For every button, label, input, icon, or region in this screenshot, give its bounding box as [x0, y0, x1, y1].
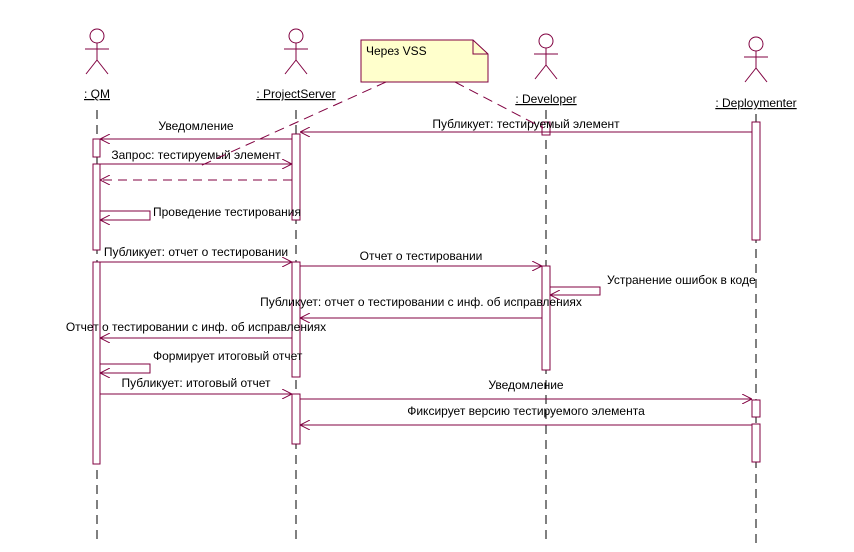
- activation-bar: [751, 121, 761, 241]
- self-message-arrow: [550, 286, 601, 295]
- activation-bar: [92, 261, 101, 465]
- note-anchor-line: [199, 81, 387, 167]
- message-label-publish-report: Публикует: отчет о тестировании: [104, 245, 288, 259]
- note-box: [360, 39, 489, 83]
- message-label-notification: Уведомление: [158, 119, 234, 133]
- actor-icon-projectserver: [284, 28, 308, 75]
- activation-bar: [291, 393, 301, 445]
- actor-icon-developer: [534, 33, 558, 80]
- note-anchor-line: [454, 81, 544, 129]
- actor-label-qm: : QM: [84, 87, 110, 101]
- message-label-fix-errors: Устранение ошибок в коде: [607, 273, 756, 287]
- activation-bar: [541, 265, 551, 371]
- self-message-arrow: [100, 363, 151, 373]
- activation-bar: [751, 399, 761, 418]
- activation-bar: [541, 121, 551, 136]
- activation-bar: [751, 423, 761, 463]
- messages: Уведомление Публикует: тестируемый элеме…: [66, 117, 756, 425]
- note-fold: [472, 40, 488, 55]
- message-label-testing: Проведение тестирования: [153, 205, 301, 219]
- self-message-arrow: [100, 210, 151, 220]
- message-label-notification-2: Уведомление: [488, 378, 564, 392]
- note: Через VSS: [199, 39, 544, 167]
- actor-icon-deploymenter: [744, 36, 768, 83]
- activation-bar: [92, 138, 101, 158]
- message-label-publish-item: Публикует: тестируемый элемент: [432, 117, 620, 131]
- actor-label-deploymenter: : Deploymenter: [715, 96, 796, 110]
- actor-icon-qm: [85, 28, 109, 75]
- actor-label-projectserver: : ProjectServer: [256, 87, 335, 101]
- activation-bar: [92, 163, 101, 251]
- activation-bar: [291, 133, 301, 221]
- message-label-fixed-report: Отчет о тестировании с инф. об исправлен…: [66, 320, 326, 334]
- message-label-final-report: Формирует итоговый отчет: [153, 349, 303, 363]
- message-label-report: Отчет о тестировании: [360, 249, 483, 263]
- note-text: Через VSS: [366, 44, 427, 58]
- message-label-publish-final-report: Публикует: итоговый отчет: [122, 376, 271, 390]
- activations: [92, 121, 761, 465]
- message-label-request-item: Запрос: тестируемый элемент: [111, 148, 281, 162]
- actor-label-developer: : Developer: [515, 92, 576, 106]
- message-label-publish-fixed-report: Публикует: отчет о тестировании с инф. о…: [260, 295, 582, 309]
- message-label-fix-version: Фиксирует версию тестируемого элемента: [407, 404, 645, 418]
